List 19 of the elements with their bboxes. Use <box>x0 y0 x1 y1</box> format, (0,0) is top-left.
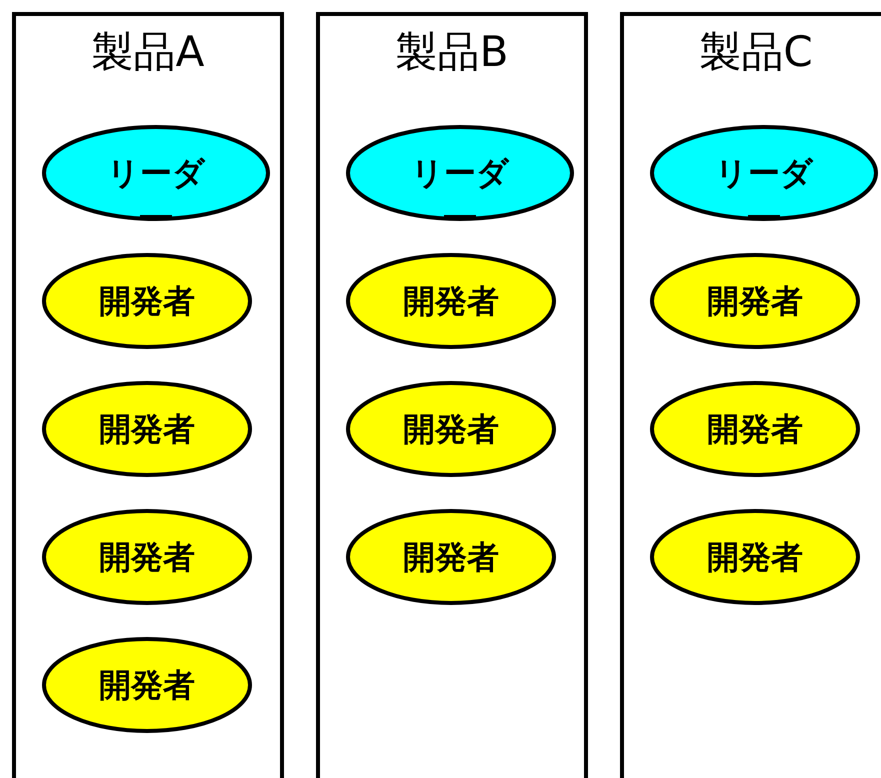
role-label: 開発者 <box>402 538 500 576</box>
role-label: 開発者 <box>706 538 804 576</box>
role-label: 開発者 <box>706 282 804 320</box>
role-label: リーダ <box>714 154 814 192</box>
role-label: 開発者 <box>98 282 196 320</box>
product-column <box>316 12 588 778</box>
role-label: リーダ <box>410 154 510 192</box>
column-title: 製品A <box>90 28 206 76</box>
role-label: 開発者 <box>98 410 196 448</box>
role-label: 開発者 <box>402 410 500 448</box>
role-label: リーダ <box>106 154 206 192</box>
role-label: 開発者 <box>706 410 804 448</box>
role-label: 開発者 <box>402 282 500 320</box>
role-label: 開発者 <box>98 538 196 576</box>
column-title: 製品B <box>394 28 510 76</box>
role-label: 開発者 <box>98 666 196 704</box>
product-column <box>620 12 881 778</box>
column-title: 製品C <box>698 28 814 76</box>
product-column <box>12 12 284 778</box>
